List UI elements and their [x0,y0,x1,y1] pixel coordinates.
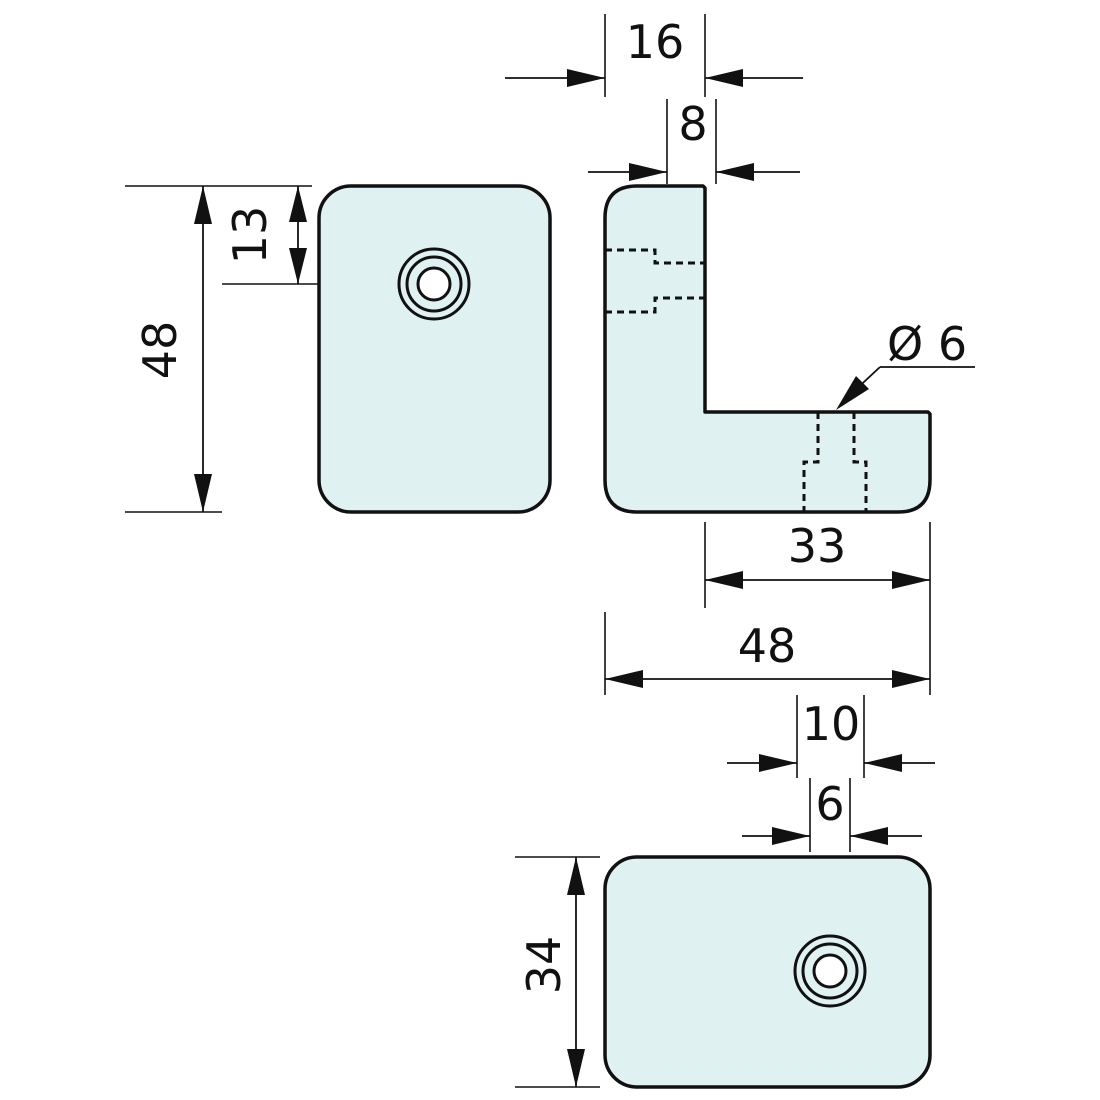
dimension-top-width-label: 16 [626,15,685,69]
dimension-wall-thickness-label: 8 [678,97,707,151]
dimension-side-height: 48 [125,185,312,513]
bottom-view-hole [812,953,848,989]
dimension-overall-length-label: 48 [738,619,797,673]
dimension-hole-offset-label: 13 [223,206,277,265]
left-view-plate [317,184,552,514]
dimension-counterbore-width: 10 [727,695,935,778]
side-view-hidden-vertical-wall-hole [605,248,705,314]
left-view-counterbore [397,247,471,321]
dimension-hole-width-label: 6 [815,777,844,831]
left-view [317,184,552,514]
bottom-view-plate [603,855,932,1089]
dimension-bottom-depth: 34 [515,856,600,1088]
left-view-counterbore-inner-ring [405,255,463,313]
dimension-base-length-label: 33 [788,519,847,573]
side-view-profile [603,184,932,514]
dimension-wall-thickness: 8 [588,97,800,184]
side-view-hidden-base-hole [802,412,868,512]
bottom-view [603,855,932,1089]
bottom-view-counterbore-inner-ring [801,942,859,1000]
dimension-counterbore-width-label: 10 [802,697,861,751]
side-view [603,184,932,514]
dimension-side-height-label: 48 [133,321,187,380]
bottom-view-counterbore [793,934,867,1008]
dimension-hole-diameter: Ø 6 [836,317,975,410]
dimension-top-width: 16 [505,14,803,97]
dimension-base-length: 33 [704,519,931,695]
dimension-overall-length: 48 [604,612,930,695]
dimension-hole-offset: 13 [222,186,318,285]
left-view-hole [416,266,452,302]
dimension-hole-diameter-label: Ø 6 [887,317,967,371]
dimension-bottom-depth-label: 34 [517,936,571,995]
dimension-hole-width: 6 [742,777,922,852]
